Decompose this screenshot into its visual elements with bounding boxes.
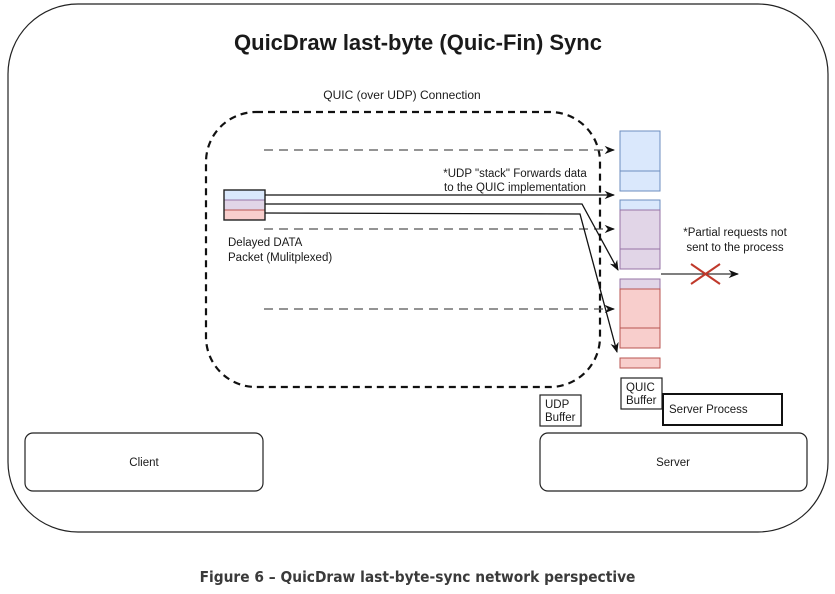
udp-buffer-line1: UDP <box>545 399 570 411</box>
partial-note-line1: *Partial requests not <box>683 227 787 239</box>
packet-label-line2: Packet (Mulitplexed) <box>228 252 332 264</box>
diagram-title: QuicDraw last-byte (Quic-Fin) Sync <box>234 30 602 55</box>
udp-note-line1: *UDP "stack" Forwards data <box>443 168 587 180</box>
quic-buffer-stack <box>619 130 661 369</box>
buffer-cell-purple <box>619 278 661 290</box>
client-box <box>24 432 264 492</box>
buffer-cell-purple <box>619 209 661 250</box>
buffer-cell-red <box>619 357 661 369</box>
server-box <box>539 432 808 492</box>
udp-buffer-line2: Buffer <box>545 412 576 424</box>
client-label: Client <box>129 457 159 469</box>
udp-buffer-box <box>539 394 582 427</box>
connection-label: QUIC (over UDP) Connection <box>323 88 480 102</box>
server-process-label: Server Process <box>669 404 748 416</box>
cross-icon <box>690 263 721 285</box>
buffer-cell-purple <box>619 248 661 270</box>
quic-buffer-line2: Buffer <box>626 395 657 407</box>
quic-buffer-box <box>620 377 663 410</box>
partial-note-line2: sent to the process <box>686 242 783 254</box>
buffer-cell-blue <box>619 199 661 211</box>
buffer-cell-blue <box>619 130 661 172</box>
buffer-cell-red <box>619 327 661 349</box>
packet-segment-blue <box>223 189 266 201</box>
packet-segment-red <box>223 209 266 221</box>
forward-arrow-red <box>264 212 619 354</box>
packet-segment-purple <box>223 199 266 211</box>
udp-note-line2: to the QUIC implementation <box>444 182 586 194</box>
packet-label-line1: Delayed DATA <box>228 237 303 249</box>
delayed-packet <box>223 189 266 221</box>
quic-buffer-line1: QUIC <box>626 382 655 394</box>
quic-connection-region <box>204 110 602 389</box>
buffer-cell-red <box>619 288 661 329</box>
buffer-cell-blue <box>619 170 661 192</box>
figure-caption: Figure 6 – QuicDraw last-byte-sync netwo… <box>199 568 636 586</box>
server-process-box <box>662 393 783 426</box>
forward-arrow-purple <box>265 203 619 271</box>
server-label: Server <box>656 457 690 469</box>
